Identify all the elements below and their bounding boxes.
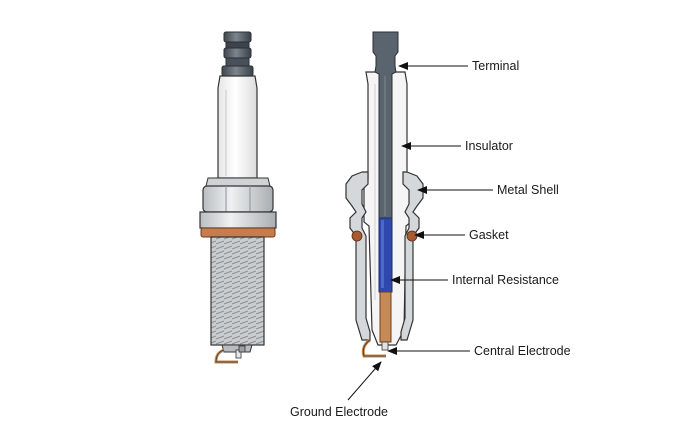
label-insulator: Insulator: [465, 139, 513, 153]
exterior-terminal-nut: [221, 31, 254, 77]
spark-plug-exterior: [199, 31, 277, 364]
label-terminal: Terminal: [472, 59, 519, 73]
section-internal-resistance: [378, 217, 393, 293]
label-internal-resistance: Internal Resistance: [452, 273, 559, 287]
leader-arrows: [347, 62, 493, 401]
exterior-insulator: [217, 75, 258, 179]
exterior-threads: [210, 236, 265, 346]
arrow-ground-electrode: [347, 361, 382, 401]
section-gasket-right: [406, 230, 418, 242]
exterior-hex-shell: [199, 177, 277, 229]
section-central-electrode: [379, 291, 392, 343]
exterior-electrode-tip: [214, 344, 253, 364]
label-central-electrode: Central Electrode: [474, 344, 571, 358]
label-ground-electrode: Ground Electrode: [290, 405, 388, 419]
section-metal-shell-right: [400, 171, 424, 341]
label-metal-shell: Metal Shell: [497, 183, 559, 197]
section-gasket-left: [351, 230, 363, 242]
exterior-gasket: [200, 227, 276, 238]
spark-plug-cross-section: [345, 31, 424, 358]
label-gasket: Gasket: [469, 228, 509, 242]
part-labels: Terminal Insulator Metal Shell Gasket In…: [290, 59, 571, 419]
